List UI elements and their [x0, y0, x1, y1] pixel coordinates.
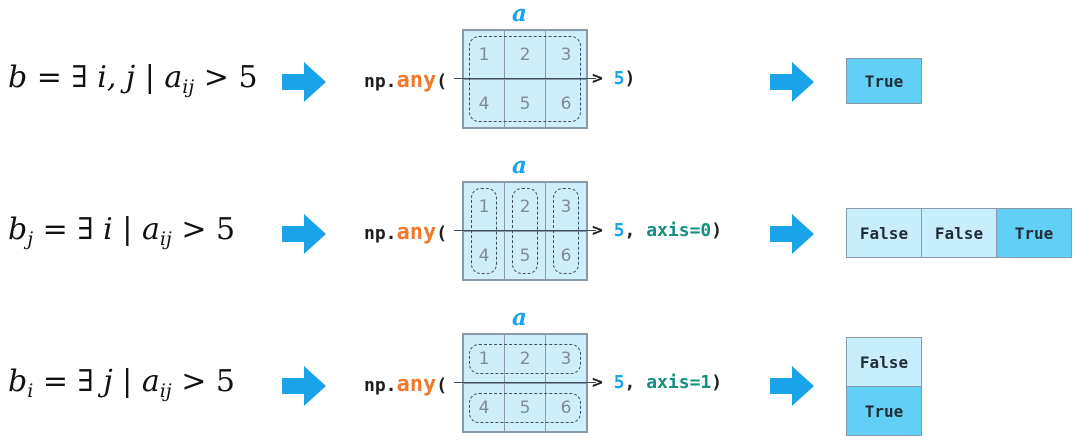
- baseline: [454, 382, 596, 383]
- result-cell: True: [846, 386, 922, 436]
- matrix-cell: 3: [545, 182, 587, 232]
- code-left: np.any(: [364, 68, 448, 93]
- function-name: any: [396, 220, 437, 245]
- function-name: any: [396, 68, 437, 93]
- matrix-cell: 1: [463, 334, 505, 384]
- formula-cond-sub: ij: [159, 380, 172, 402]
- dashed-group-row: [469, 393, 581, 423]
- matrix-cell: 4: [463, 79, 505, 128]
- formula-cond-sub: ij: [182, 76, 195, 98]
- formula-lhs: b: [8, 60, 28, 95]
- matrix-cell: 4: [463, 383, 505, 432]
- result-cell: True: [846, 58, 922, 104]
- formula-lhs-sub: i: [27, 380, 34, 402]
- baseline: [454, 78, 596, 79]
- arrow-right-icon: [282, 366, 326, 406]
- dashed-group-all: [469, 36, 581, 122]
- formula-quantifier: = ∃: [27, 60, 98, 95]
- formula-any-all: b = ∃ i, j | aij > 5: [8, 60, 258, 98]
- result-cell: False: [921, 208, 997, 258]
- dashed-group-row: [469, 344, 581, 374]
- result-cell: True: [996, 208, 1072, 258]
- formula-axis0: bj = ∃ i | aij > 5: [8, 212, 236, 250]
- formula-lhs-sub: j: [27, 228, 34, 250]
- formula-cond: > 5: [171, 364, 235, 399]
- formula-cond: > 5: [194, 60, 258, 95]
- matrix-cell: 5: [504, 79, 546, 128]
- matrix-a: 1 2 3 4 5 6: [462, 181, 588, 281]
- matrix-cell: 5: [504, 231, 546, 280]
- formula-bar: |: [112, 212, 142, 247]
- formula-axis1: bi = ∃ j | aij > 5: [8, 364, 235, 402]
- formula-cond: > 5: [171, 212, 236, 247]
- formula-lhs: b: [8, 212, 28, 247]
- code-right: > 5, axis=1): [592, 372, 723, 393]
- formula-vars: j: [103, 364, 113, 399]
- dashed-group-column: [512, 188, 538, 274]
- matrix-a: 1 2 3 4 5 6: [462, 333, 588, 433]
- function-name: any: [396, 372, 437, 397]
- formula-bar: |: [112, 364, 142, 399]
- matrix-a: 1 2 3 4 5 6: [462, 29, 588, 129]
- arrow-right-icon: [770, 214, 814, 254]
- code-left: np.any(: [364, 372, 448, 397]
- arrow-right-icon: [282, 214, 326, 254]
- matrix-label: a: [512, 304, 527, 331]
- formula-bar: |: [135, 60, 165, 95]
- dashed-group-column: [471, 188, 497, 274]
- formula-quantifier: = ∃: [33, 212, 104, 247]
- code-left: np.any(: [364, 220, 448, 245]
- formula-vars: i, j: [97, 60, 136, 95]
- baseline: [454, 230, 596, 231]
- formula-cond-var: a: [141, 364, 160, 399]
- formula-cond-var: a: [164, 60, 183, 95]
- formula-lhs: b: [8, 364, 28, 399]
- formula-cond-sub: ij: [159, 228, 172, 250]
- code-right: > 5): [592, 68, 636, 89]
- matrix-cell: 6: [545, 231, 587, 280]
- formula-quantifier: = ∃: [33, 364, 104, 399]
- arrow-right-icon: [770, 62, 814, 102]
- formula-cond-var: a: [141, 212, 160, 247]
- result-cell: False: [846, 208, 922, 258]
- matrix-label: a: [512, 0, 527, 27]
- arrow-right-icon: [770, 366, 814, 406]
- dashed-group-column: [553, 188, 579, 274]
- formula-vars: i: [103, 212, 113, 247]
- result-cell: False: [846, 337, 922, 387]
- matrix-label: a: [512, 152, 527, 179]
- arrow-right-icon: [282, 62, 326, 102]
- code-right: > 5, axis=0): [592, 220, 723, 241]
